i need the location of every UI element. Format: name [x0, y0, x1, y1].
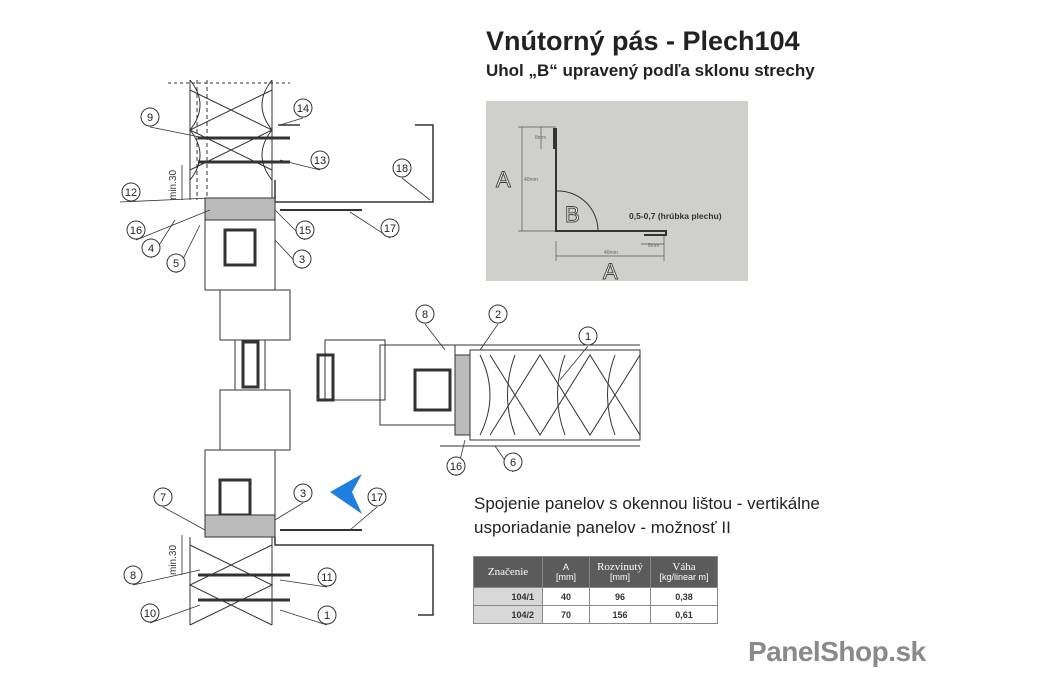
- callout-10: 10: [140, 603, 160, 623]
- callout-7: 7: [153, 487, 173, 507]
- svg-text:7: 7: [160, 492, 166, 504]
- svg-text:17: 17: [371, 492, 383, 504]
- dim-bottom-fold: 8mm: [648, 243, 659, 249]
- callout-11: 11: [317, 567, 337, 587]
- label-b: B: [565, 202, 580, 227]
- svg-text:15: 15: [299, 225, 311, 237]
- callout-15: 15: [295, 220, 315, 240]
- page-title: Vnútorný pás - Plech104: [486, 26, 800, 56]
- svg-text:14: 14: [297, 103, 309, 115]
- thickness-note: 0,5-0,7 (hrúbka plechu): [629, 211, 722, 221]
- min-dimension-bottom: min.30: [168, 545, 179, 575]
- svg-text:18: 18: [396, 163, 408, 175]
- svg-text:5: 5: [173, 258, 179, 270]
- callout-9: 9: [140, 107, 160, 127]
- svg-text:17: 17: [384, 223, 396, 235]
- callout-3: 3: [292, 249, 312, 269]
- callout-3: 3: [293, 483, 313, 503]
- svg-text:12: 12: [125, 187, 137, 199]
- callout-18: 18: [392, 158, 412, 178]
- callout-1: 1: [578, 326, 598, 346]
- dim-top-fold: 8mm: [535, 135, 546, 141]
- svg-text:1: 1: [324, 610, 330, 622]
- caption-line-2: usporiadanie panelov - možnosť II: [474, 518, 731, 537]
- svg-text:2: 2: [495, 309, 501, 321]
- callout-14: 14: [293, 98, 313, 118]
- svg-text:1: 1: [585, 331, 591, 343]
- svg-text:3: 3: [299, 254, 305, 266]
- svg-text:16: 16: [130, 225, 142, 237]
- svg-text:8: 8: [422, 309, 428, 321]
- profile-detail-drawing: A B A 40mm 40mm 8mm 8mm 0,5-0,7 (hrúbka …: [496, 126, 722, 285]
- panelshop-logo: PanelShop.sk: [748, 636, 926, 667]
- table-row: 104/2 70 156 0,61: [473, 605, 718, 624]
- callout-6: 6: [503, 452, 523, 472]
- callout-8: 8: [123, 565, 143, 585]
- svg-text:3: 3: [300, 488, 306, 500]
- page-subtitle: Uhol „B“ upravený podľa sklonu strechy: [486, 61, 815, 80]
- min-dimension-top: min.30: [168, 170, 179, 200]
- svg-text:16: 16: [450, 461, 462, 473]
- callout-8: 8: [415, 304, 435, 324]
- dim-horizontal: 40mm: [604, 250, 618, 256]
- svg-text:6: 6: [510, 457, 516, 469]
- svg-text:10: 10: [144, 608, 156, 620]
- svg-text:13: 13: [314, 155, 326, 167]
- svg-text:9: 9: [147, 112, 153, 124]
- svg-text:8: 8: [130, 570, 136, 582]
- svg-text:4: 4: [148, 243, 154, 255]
- callout-12: 12: [121, 182, 141, 202]
- table-row: 104/1 40 96 0,38: [473, 587, 718, 606]
- label-a-vertical: A: [496, 167, 511, 192]
- callout-13: 13: [310, 150, 330, 170]
- header-cell: Rozvinutý[mm]: [589, 556, 651, 588]
- callout-17: 17: [380, 218, 400, 238]
- spec-table: Značenie A[mm] Rozvinutý[mm] Váha[kg/lin…: [473, 556, 718, 624]
- pointer-arrow-icon: [330, 474, 362, 514]
- callout-2: 2: [488, 304, 508, 324]
- callout-17: 17: [367, 487, 387, 507]
- callout-1: 1: [317, 605, 337, 625]
- dim-vertical: 40mm: [524, 177, 538, 183]
- caption-line-1: Spojenie panelov s okennou lištou - vert…: [474, 494, 820, 513]
- callout-16: 16: [126, 220, 146, 240]
- callout-4: 4: [141, 238, 161, 258]
- header-cell: A[mm]: [542, 556, 590, 588]
- header-cell: Značenie: [473, 556, 543, 588]
- header-cell: Váha[kg/linear m]: [650, 556, 718, 588]
- drawing-lines: [168, 79, 641, 626]
- label-a-horizontal: A: [603, 259, 618, 281]
- callout-5: 5: [166, 253, 186, 273]
- table-header-row: Značenie A[mm] Rozvinutý[mm] Váha[kg/lin…: [473, 556, 718, 588]
- callout-16: 16: [446, 456, 466, 476]
- profile-detail-inset: A B A 40mm 40mm 8mm 8mm 0,5-0,7 (hrúbka …: [486, 101, 748, 285]
- svg-text:11: 11: [321, 572, 332, 584]
